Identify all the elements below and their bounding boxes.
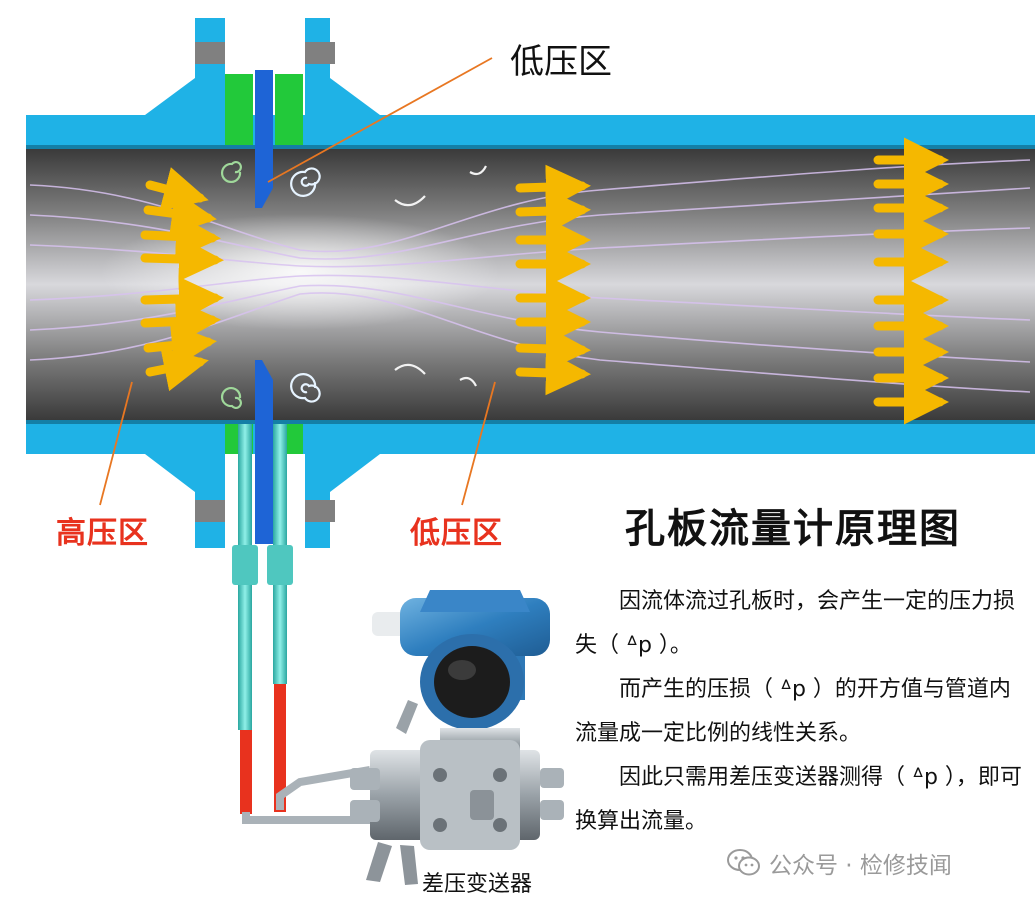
- flange-bolt: [195, 500, 225, 522]
- transmitter-label: 差压变送器: [422, 872, 533, 897]
- description-paragraph-2: 而产生的压损（ ᐞp ）的开方值与管道内流量成一定比例的线性关系。: [575, 677, 1011, 746]
- transmitter-display: [434, 646, 510, 718]
- flow-arrow: [515, 164, 591, 210]
- callout-lines: [99, 57, 496, 506]
- flow-arrow: [515, 350, 591, 396]
- description-paragraph-1: 因流体流过孔板时，会产生一定的压力损失（ ᐞp ）。: [575, 589, 1016, 658]
- watermark-text: 公众号 · 检修技闻: [769, 853, 952, 879]
- orifice-plate-top: [255, 70, 273, 208]
- label-low-pressure-top: 低压区: [510, 42, 612, 82]
- orifice-plate-bottom: [255, 360, 273, 454]
- valve-handle: [396, 700, 418, 734]
- gasket-seal: [275, 74, 303, 145]
- dp-transmitter: [350, 590, 564, 885]
- tube-valve: [267, 545, 293, 585]
- liquid-column-high: [240, 730, 252, 814]
- callout-low-pressure-top: [267, 57, 493, 183]
- diagram-title: 孔板流量计原理图: [625, 506, 961, 552]
- flow-arrow: [515, 326, 591, 372]
- label-high-pressure: 高压区: [56, 516, 149, 551]
- liquid-column-low: [274, 684, 286, 812]
- vortex-swirls: [220, 161, 487, 409]
- flow-arrow: [140, 213, 221, 259]
- flange-assembly: [145, 18, 380, 548]
- cable-gland: [372, 612, 406, 636]
- impulse-tube-high: [238, 424, 252, 614]
- flow-arrows: [140, 137, 949, 425]
- transmitter-housing: [400, 598, 550, 656]
- pipe-bottom-wall: [26, 424, 1035, 454]
- impulse-tube-low: [273, 424, 287, 614]
- flow-arrow: [515, 188, 591, 234]
- flow-arrow: [140, 299, 221, 345]
- label-low-pressure-bottom: 低压区: [410, 516, 503, 551]
- wechat-icon: [727, 849, 761, 877]
- flow-arrow: [143, 323, 217, 368]
- flow-arrow: [140, 276, 224, 322]
- pipe-top-wall: [26, 115, 1035, 145]
- callout-high-pressure: [99, 381, 133, 506]
- flange-bolt: [305, 42, 335, 64]
- flange-bolt: [305, 500, 335, 522]
- description-paragraph-3: 因此只需用差压变送器测得（ ᐞp ），即可换算出流量。: [575, 765, 1022, 834]
- valve-handle: [400, 845, 418, 885]
- watermark: 公众号 · 检修技闻: [727, 846, 952, 880]
- tube-valve: [232, 545, 258, 585]
- impulse-tubes: [232, 424, 371, 824]
- flow-arrow: [145, 346, 209, 392]
- gasket-seal: [225, 74, 253, 145]
- valve-handle: [366, 842, 392, 882]
- flow-arrow: [140, 236, 224, 282]
- description: 因流体流过孔板时，会产生一定的压力损失（ ᐞp ）。 而产生的压损（ ᐞp ）的…: [575, 580, 1025, 844]
- callout-low-pressure-bottom: [461, 381, 496, 506]
- flange-bolt: [195, 42, 225, 64]
